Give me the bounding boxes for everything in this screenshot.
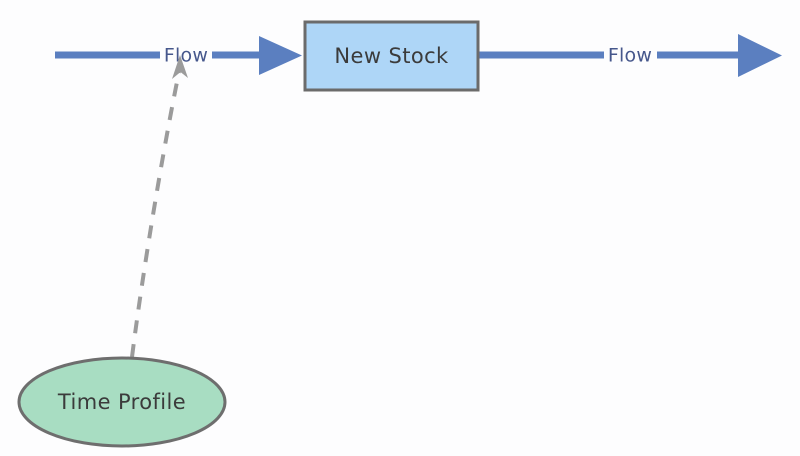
stock-node[interactable]: New Stock xyxy=(303,20,480,92)
connector-arrowhead-icon xyxy=(172,55,188,79)
stock-box xyxy=(303,20,480,92)
stock-label: New Stock xyxy=(334,44,449,68)
time-profile-label: Time Profile xyxy=(57,390,186,414)
influence-connector xyxy=(130,71,181,358)
inflow-group[interactable]: Flow xyxy=(55,36,302,75)
variable-node-time-profile[interactable]: Time Profile xyxy=(17,356,227,448)
connector-group[interactable] xyxy=(130,55,188,358)
outflow-arrowhead xyxy=(738,34,782,77)
outflow-label: Flow xyxy=(608,45,652,67)
inflow-arrowhead xyxy=(259,36,302,75)
time-profile-ellipse xyxy=(17,356,227,448)
outflow-group[interactable]: Flow xyxy=(478,34,782,77)
inflow-label: Flow xyxy=(164,45,208,67)
